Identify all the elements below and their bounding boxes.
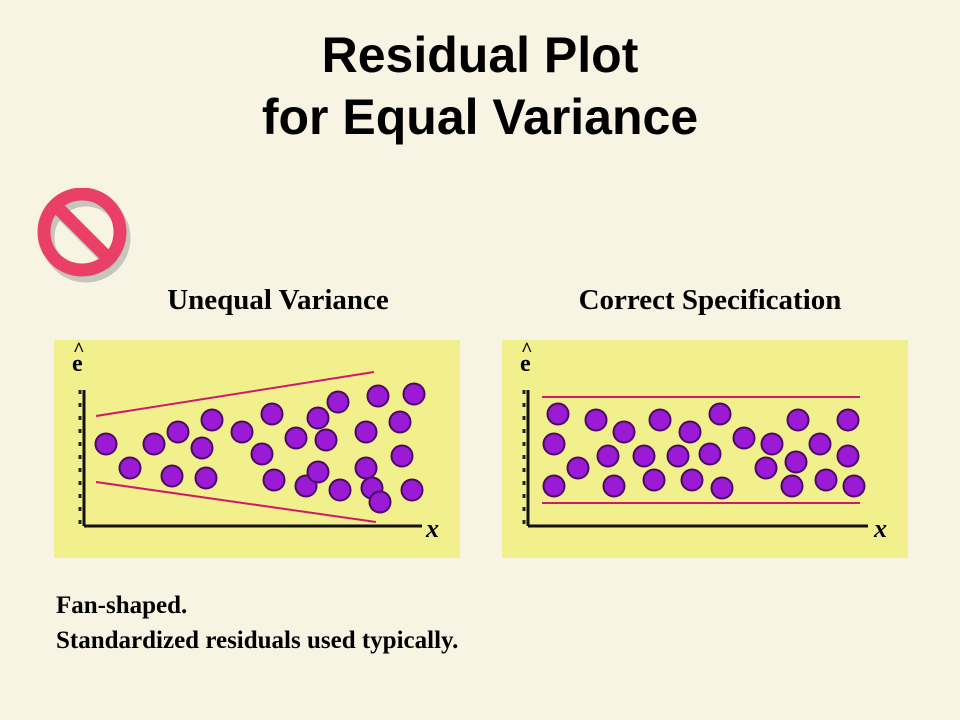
residual-point	[326, 390, 350, 414]
residual-point	[732, 426, 756, 450]
residual-points	[94, 382, 426, 514]
note-standardized-residuals: Standardized residuals used typically.	[56, 627, 459, 654]
e-symbol: e	[520, 351, 531, 377]
residual-point	[542, 432, 566, 456]
prohibited-sign-icon	[37, 188, 131, 283]
residual-point	[354, 420, 378, 444]
title-line-1: Residual Plot	[321, 27, 639, 83]
residual-point	[780, 474, 804, 498]
residual-point	[400, 478, 424, 502]
hat-symbol: ^	[521, 339, 533, 361]
residual-point	[284, 426, 308, 450]
residual-point	[94, 432, 118, 456]
residual-point	[166, 420, 190, 444]
lower-fan-line	[95, 481, 377, 523]
residual-point	[306, 460, 330, 484]
residual-point	[680, 468, 704, 492]
residual-point	[314, 428, 338, 452]
residual-point	[710, 476, 734, 500]
residual-point	[354, 456, 378, 480]
residual-point	[808, 432, 832, 456]
residual-point	[602, 474, 626, 498]
residual-point	[642, 468, 666, 492]
residual-point	[160, 464, 184, 488]
hat-symbol: ^	[73, 339, 85, 361]
residual-point	[784, 450, 808, 474]
residual-point	[366, 384, 390, 408]
title-line-2: for Equal Variance	[261, 89, 699, 145]
residual-point	[648, 408, 672, 432]
residual-point	[190, 436, 214, 460]
residual-plot-unequal-variance	[54, 340, 460, 558]
residual-point	[200, 408, 224, 432]
residual-point	[754, 456, 778, 480]
residual-point	[814, 468, 838, 492]
residual-point	[306, 406, 330, 430]
residual-point	[698, 442, 722, 466]
residual-point	[250, 442, 274, 466]
residual-point	[388, 410, 412, 434]
upper-fan-line	[95, 371, 375, 417]
residual-point	[262, 468, 286, 492]
slide-title: Residual Plot for Equal Variance	[0, 24, 960, 148]
residual-point	[402, 382, 426, 406]
y-axis-label-e-hat: ^ e	[520, 339, 533, 377]
residual-point	[612, 420, 636, 444]
residual-points	[542, 402, 866, 500]
x-axis-label: x	[426, 514, 439, 543]
residual-point	[194, 466, 218, 490]
residual-point	[546, 402, 570, 426]
unequal-variance-plot-canvas	[78, 371, 426, 528]
residual-point	[666, 444, 690, 468]
residual-point	[786, 408, 810, 432]
residual-point	[760, 432, 784, 456]
residual-point	[842, 474, 866, 498]
residual-point	[542, 474, 566, 498]
x-axis-label: x	[874, 514, 887, 543]
residual-point	[142, 432, 166, 456]
note-fan-shaped: Fan-shaped.	[56, 592, 188, 619]
y-axis-label-e-hat: ^ e	[72, 339, 85, 377]
heading-unequal-variance: Unequal Variance	[167, 284, 389, 316]
residual-point	[328, 478, 352, 502]
residual-point	[368, 490, 392, 514]
e-symbol: e	[72, 351, 83, 377]
residual-point	[230, 420, 254, 444]
residual-point	[596, 444, 620, 468]
residual-point	[708, 402, 732, 426]
residual-point	[836, 444, 860, 468]
residual-point	[260, 402, 284, 426]
residual-point	[390, 444, 414, 468]
residual-point	[584, 408, 608, 432]
residual-point	[566, 456, 590, 480]
residual-point	[836, 408, 860, 432]
residual-point	[678, 420, 702, 444]
heading-correct-specification: Correct Specification	[578, 284, 842, 316]
residual-point	[118, 456, 142, 480]
residual-point	[632, 444, 656, 468]
correct-specification-plot-canvas	[522, 390, 868, 528]
residual-plot-correct-specification	[502, 340, 908, 558]
